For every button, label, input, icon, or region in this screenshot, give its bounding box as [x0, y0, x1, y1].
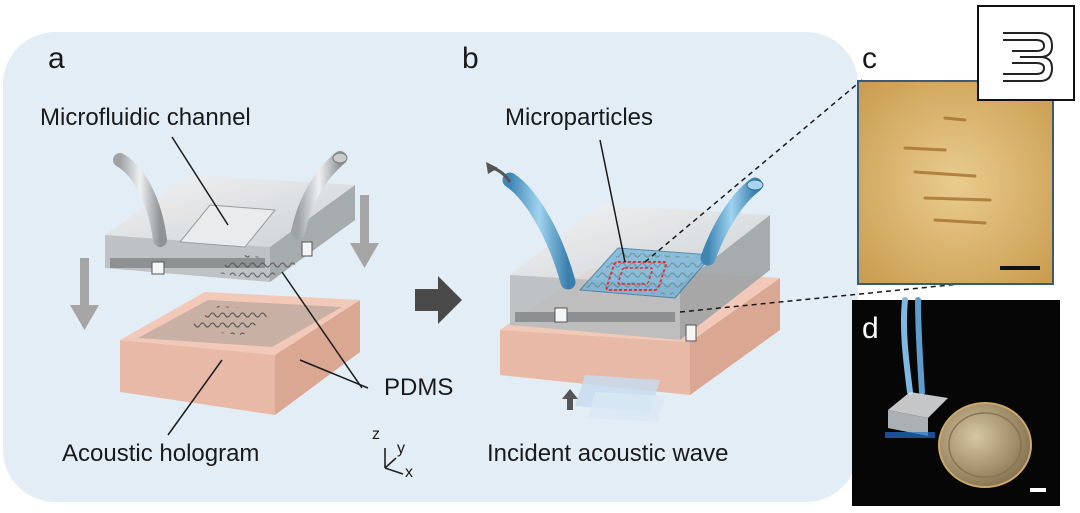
label-incident-acoustic-wave: Incident acoustic wave — [487, 440, 729, 467]
pdms-base-a-side — [275, 300, 360, 415]
photo-coin-inner — [948, 412, 1022, 478]
label-microparticles: Microparticles — [505, 104, 654, 131]
device-b-assembled — [486, 162, 780, 422]
pdms-base-a-front — [120, 340, 275, 415]
photo-tubes — [900, 297, 925, 395]
photo-device-front — [888, 410, 928, 436]
pdms-base-b-side — [690, 278, 780, 395]
pdms-base-b-front — [500, 330, 690, 395]
glass-chip-b-side — [680, 215, 770, 340]
label-microfluidic-channel: Microfluidic channel — [40, 104, 251, 131]
hologram-pattern-a — [185, 306, 275, 335]
glass-chip-b-strip — [515, 312, 675, 322]
micrograph-streaks — [903, 116, 992, 225]
label-pdms: PDMS — [384, 374, 454, 401]
photo-device-glow — [885, 432, 935, 438]
tube-a-right-opening — [332, 152, 348, 164]
inflow-arrowhead-icon — [486, 162, 498, 174]
device-a-exploded — [105, 151, 360, 415]
pattern-icon-box — [977, 5, 1075, 101]
scale-bar-c — [1000, 266, 1040, 270]
gray-down-arrow-icon — [350, 195, 379, 268]
micrograph-frame — [857, 80, 1054, 285]
callouts-a — [167, 136, 369, 436]
letter-b-outline-icon — [1003, 32, 1054, 82]
panel-label-a: a — [48, 42, 65, 75]
axis-label-z: z — [372, 426, 380, 443]
glass-chip-a-front-strip — [110, 258, 265, 268]
tube-b-left — [502, 172, 576, 290]
panel-label-b: b — [462, 42, 479, 75]
block-arrow-right-icon — [415, 276, 462, 324]
zoom-lines — [644, 79, 1001, 313]
particle-pattern-b-inner — [617, 267, 654, 285]
tube-b-right — [700, 177, 763, 266]
photo-coin — [938, 402, 1032, 488]
tube-a-left — [113, 153, 167, 247]
panel-label-d: d — [862, 312, 879, 345]
glass-chip-b-port-right — [685, 324, 697, 342]
gray-up-arrow-icon — [562, 389, 578, 410]
incident-wave-plane-2 — [588, 392, 665, 422]
panel-label-c: c — [862, 42, 877, 75]
channel-window-a — [179, 204, 276, 248]
tube-a-right — [291, 151, 347, 239]
glass-chip-b-port-left — [554, 307, 568, 323]
glass-chip-b-top — [510, 205, 770, 285]
scale-bar-d — [1030, 488, 1046, 492]
label-acoustic-hologram: Acoustic hologram — [62, 440, 260, 467]
gray-down-arrow-icon — [70, 258, 99, 330]
photo-device — [888, 392, 948, 418]
axis-label-y: y — [397, 440, 405, 457]
glass-chip-a-port-left — [151, 261, 165, 275]
particle-pattern-b — [605, 261, 668, 291]
callout-microparticles — [599, 139, 626, 263]
tube-b-right-opening — [746, 179, 764, 191]
glass-chip-a-side — [270, 185, 355, 282]
chip-a-pattern — [210, 255, 300, 280]
axes-icon — [384, 448, 404, 475]
axis-label-x: x — [405, 464, 413, 481]
glass-chip-a-port-right — [301, 241, 313, 257]
